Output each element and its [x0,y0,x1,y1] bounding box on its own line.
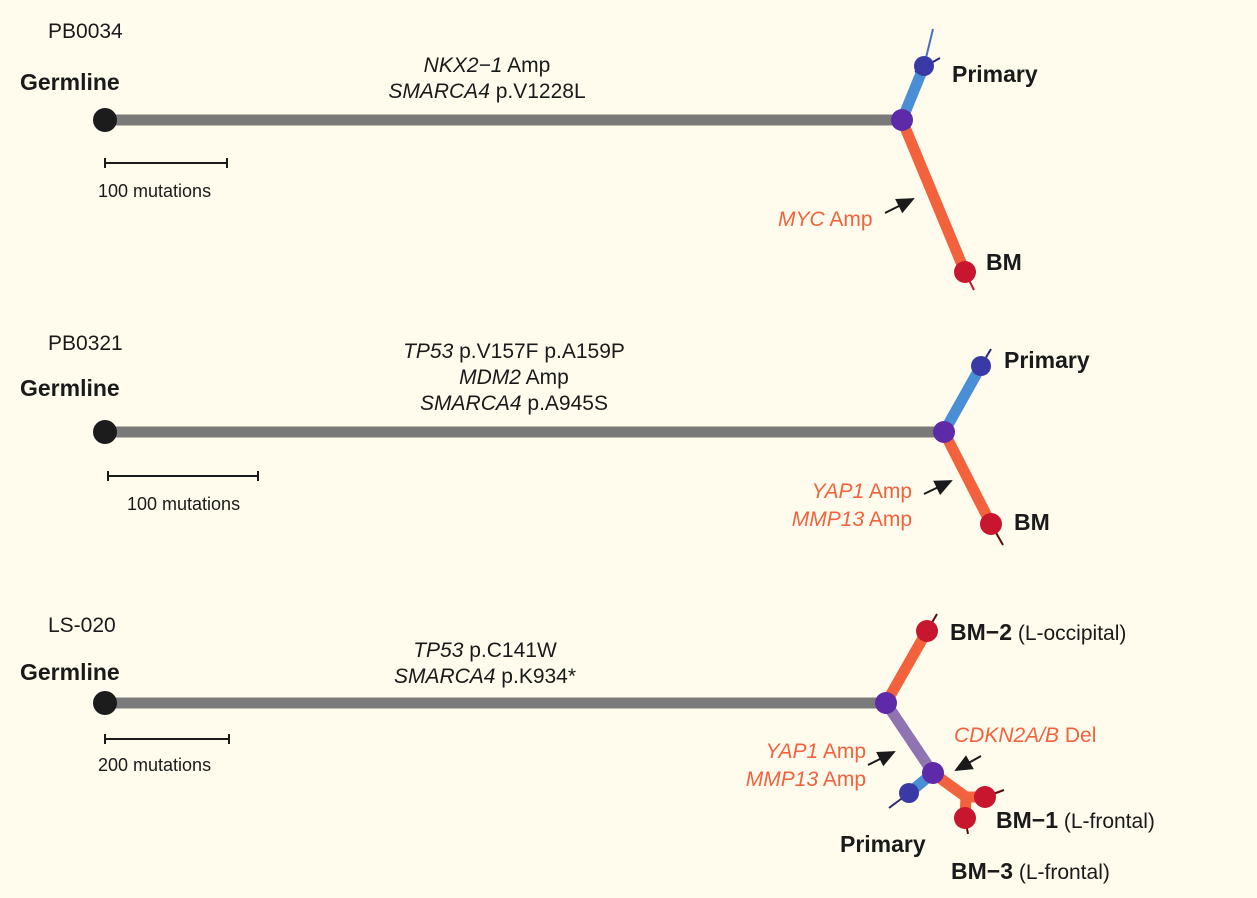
trunk-mutation: MDM2 Amp [459,366,569,389]
panel-id: LS-020 [48,614,116,637]
panel-id: PB0034 [48,20,123,43]
primary-label: Primary [1004,347,1090,373]
germline-label: Germline [20,375,120,401]
primary-node [914,56,934,76]
scale-label: 200 mutations [98,755,211,775]
subclone-node [922,762,944,784]
trunk-mutation: SMARCA4 p.A945S [420,392,608,415]
annotation-arrow [923,480,953,496]
trunk-mutation: SMARCA4 p.V1228L [388,80,585,103]
annotation-arrow [954,755,982,771]
subclone-annotation: CDKN2A/B Del [954,724,1096,747]
bm-annotation: MMP13 Amp [792,508,912,531]
bm1-node [974,786,996,808]
bm-annotation: MYC Amp [778,208,873,231]
trunk-mutation: NKX2−1 Amp [424,54,551,77]
panel-pb0034: PB0034 Germline 100 mutations NKX2−1 Amp… [20,20,1038,291]
bm-annotation: YAP1 Amp [812,480,912,503]
germline-label: Germline [20,659,120,685]
bm2-node [916,620,938,642]
bm-node [980,513,1002,535]
germline-node [93,108,117,132]
bm-node [954,261,976,283]
scale-label: 100 mutations [127,494,240,514]
primary-node [899,783,919,803]
germline-label: Germline [20,69,120,95]
panel-ls-020: LS-020 Germline 200 mutations TP53 p.C14… [20,613,1155,884]
annotation-arrow [867,751,896,767]
trunk-mutation: SMARCA4 p.K934* [394,665,576,688]
bm1-label: BM−1 (L-frontal) [996,807,1155,833]
primary-label: Primary [952,61,1038,87]
trunk-mutation: TP53 p.V157F p.A159P [403,340,625,363]
branch-node [933,421,955,443]
primary-label: Primary [840,831,926,857]
mixed-annotation: YAP1 Amp [766,740,866,763]
germline-node [93,691,117,715]
bm3-node [954,807,976,829]
bm-branch [896,117,971,275]
bm-branch [939,429,996,527]
bm-label: BM [1014,509,1050,535]
primary-branch [939,363,986,435]
mixed-annotation: MMP13 Amp [746,768,866,791]
branch-node [891,109,913,131]
scale-label: 100 mutations [98,181,211,201]
bm-label: BM [986,249,1022,275]
trunk-mutation: TP53 p.C141W [413,639,557,662]
mixed-branch [881,699,938,777]
germline-node [93,420,117,444]
bm2-branch [881,628,932,706]
bm3-label: BM−3 (L-frontal) [951,858,1110,884]
panel-pb0321: PB0321 Germline 100 mutations TP53 p.V15… [20,332,1090,546]
bm2-label: BM−2 (L-occipital) [950,619,1126,645]
branch-node [875,692,897,714]
panel-id: PB0321 [48,332,123,355]
annotation-arrow [884,198,915,214]
primary-node [971,356,991,376]
